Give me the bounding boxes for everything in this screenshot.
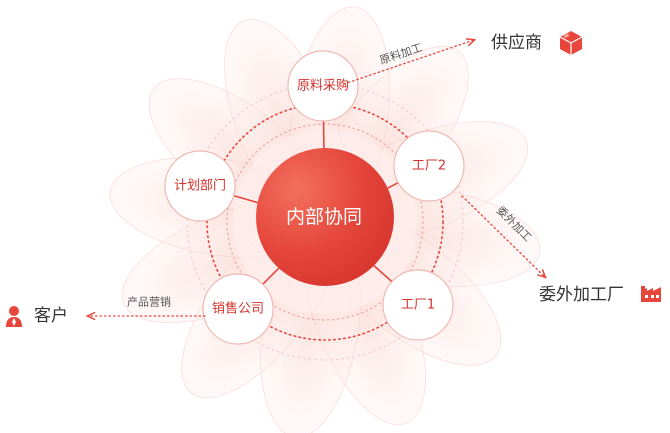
box-icon: [559, 31, 583, 55]
supplier-label: 供应商: [491, 33, 542, 53]
node-factory1[interactable]: 工厂1: [382, 269, 454, 341]
arrow-to-outsource: [461, 195, 545, 277]
node-procurement[interactable]: 原料采购: [287, 50, 359, 122]
external-customer: 客户: [6, 306, 68, 327]
external-outsource-factory: 委外加工厂: [539, 285, 661, 305]
inner-dotted-ring: [226, 123, 424, 321]
customer-label: 客户: [34, 306, 68, 326]
outsource-label: 委外加工厂: [539, 285, 624, 305]
arrow-to-supplier: [343, 40, 474, 85]
edge-label-customer: 产品营销: [127, 295, 171, 309]
node-sales[interactable]: 销售公司: [202, 273, 274, 345]
node-planning[interactable]: 计划部门: [164, 150, 236, 222]
person-icon: [6, 306, 22, 327]
node-procurement-label: 原料采购: [297, 78, 349, 94]
node-factory2-label: 工厂2: [412, 159, 446, 174]
node-factory2[interactable]: 工厂2: [393, 130, 465, 202]
center-hub-label: 内部协同: [286, 206, 362, 228]
node-sales-label: 销售公司: [212, 301, 264, 317]
external-supplier: 供应商: [491, 31, 583, 55]
node-factory1-label: 工厂1: [401, 298, 435, 313]
node-planning-label: 计划部门: [174, 179, 226, 194]
center-hub: [256, 148, 394, 286]
factory-icon: [641, 286, 661, 302]
